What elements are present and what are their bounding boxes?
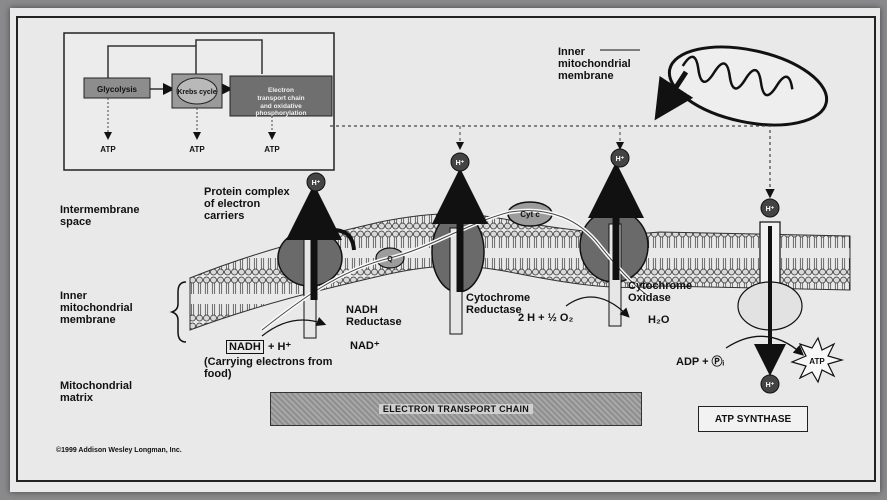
inner-membrane-left-label: Inner mitochondrial membrane	[60, 290, 160, 326]
etc-banner: ELECTRON TRANSPORT CHAIN	[270, 392, 642, 426]
intermembrane-space-label: Intermembrane space	[60, 204, 170, 228]
inset-panel: Glycolysis Krebs cycle Electron transpor…	[64, 33, 334, 170]
protein-complex-label: Protein complex of electron carriers	[204, 186, 292, 222]
svg-text:and oxidative: and oxidative	[260, 103, 302, 110]
adp-label: ADP + Ⓟᵢ	[676, 356, 724, 368]
svg-text:transport chain: transport chain	[257, 95, 304, 102]
nad-label: NAD⁺	[350, 340, 380, 352]
copyright-text: ©1999 Addison Wesley Longman, Inc.	[56, 446, 182, 456]
water-split-label: 2 H + ½ O₂	[518, 312, 573, 324]
water-label: H₂O	[648, 314, 669, 326]
h-plus-label-5: H⁺	[766, 382, 775, 389]
cytochrome-oxidase-label: Cytochrome Oxidase	[628, 280, 728, 304]
inset-atp-2: ATP	[189, 145, 205, 154]
svg-text:Electron: Electron	[268, 87, 294, 94]
atp-synthase-box: ATP SYNTHASE	[698, 406, 808, 432]
inset-atp-3: ATP	[264, 145, 280, 154]
nadh-label: NADH	[226, 340, 264, 354]
h-plus-label-2: H⁺	[456, 160, 465, 167]
nadh-reductase-label: NADH Reductase	[346, 304, 426, 328]
atp-star-label: ATP	[809, 357, 825, 366]
inner-membrane-top-label: Inner mitochondrial membrane	[558, 46, 638, 82]
inset-atp-1: ATP	[100, 145, 116, 154]
h-plus-label-1: H⁺	[312, 180, 321, 187]
matrix-label: Mitochondrial matrix	[60, 380, 160, 404]
plus-h-label: + H⁺	[268, 341, 291, 353]
q-label: Q	[387, 256, 393, 263]
etc-banner-label: ELECTRON TRANSPORT CHAIN	[379, 404, 533, 414]
atp-synthase-label: ATP SYNTHASE	[715, 414, 791, 425]
glycolysis-label: Glycolysis	[97, 85, 138, 94]
svg-text:phosphorylation: phosphorylation	[256, 110, 307, 117]
carrying-electrons-label: (Carrying electrons from food)	[204, 356, 354, 380]
h-plus-label-3: H⁺	[616, 156, 625, 163]
cyt-c-label: Cyt c	[520, 210, 540, 219]
krebs-label: Krebs cycle	[177, 89, 216, 96]
h-plus-label-4: H⁺	[766, 206, 775, 213]
